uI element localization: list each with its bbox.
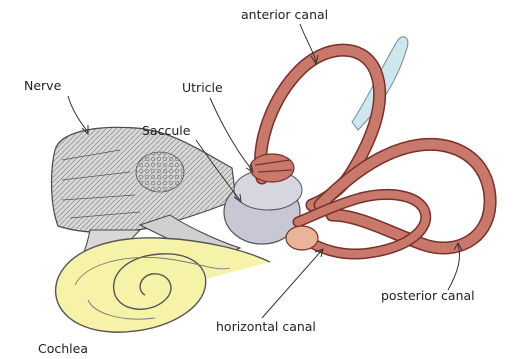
nerve-pointer [68, 96, 88, 132]
label-saccule: Saccule [142, 125, 190, 138]
cochlea [56, 238, 270, 332]
label-utricle: Utricle [182, 82, 223, 95]
label-cochlea: Cochlea [38, 343, 88, 356]
ampulla [250, 154, 294, 182]
label-posterior-canal: posterior canal [381, 290, 475, 303]
label-horizontal-canal: horizontal canal [216, 321, 316, 334]
horizontal-canal-pointer [262, 250, 322, 318]
ampulla [286, 226, 318, 250]
label-anterior-canal: anterior canal [241, 9, 328, 22]
label-nerve: Nerve [24, 80, 61, 93]
